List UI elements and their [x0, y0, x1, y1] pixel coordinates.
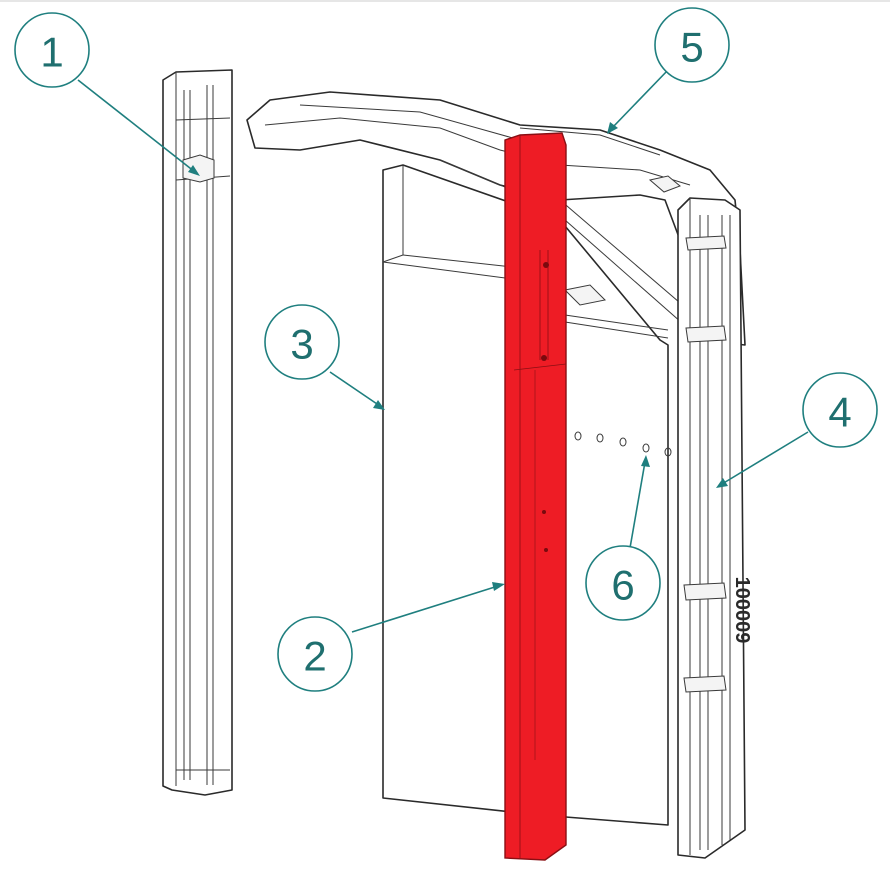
part-6-holes — [574, 431, 672, 457]
part-2-highlighted-column — [504, 132, 567, 861]
leader-3 — [329, 371, 381, 407]
callout-1: 1 — [14, 12, 90, 88]
leader-1 — [77, 79, 196, 173]
callout-6: 6 — [585, 545, 661, 621]
callout-label-5: 5 — [680, 24, 703, 71]
arrowhead-1 — [188, 165, 200, 176]
callout-2: 2 — [277, 616, 353, 692]
callout-3: 3 — [264, 304, 340, 380]
side-panel-label: 100009 — [731, 577, 753, 644]
leader-6 — [629, 461, 646, 549]
callout-label-6: 6 — [611, 562, 634, 609]
leader-lines — [77, 69, 809, 633]
callout-label-3: 3 — [290, 321, 313, 368]
arrowhead-4 — [716, 478, 728, 488]
arrowhead-6 — [641, 455, 650, 467]
part-4-side-profile: 100009 — [677, 197, 753, 859]
arrowhead-2 — [492, 582, 505, 591]
leader-2 — [351, 585, 499, 633]
leader-4 — [721, 431, 809, 485]
callout-4: 4 — [802, 372, 878, 448]
leader-5 — [611, 69, 669, 129]
callout-label-2: 2 — [303, 633, 326, 680]
arrowhead-5 — [607, 122, 618, 134]
part-1-side-trim — [162, 69, 233, 796]
arrowhead-3 — [373, 400, 385, 410]
callout-5: 5 — [654, 7, 730, 83]
callout-label-1: 1 — [40, 29, 63, 76]
callout-label-4: 4 — [828, 389, 851, 436]
